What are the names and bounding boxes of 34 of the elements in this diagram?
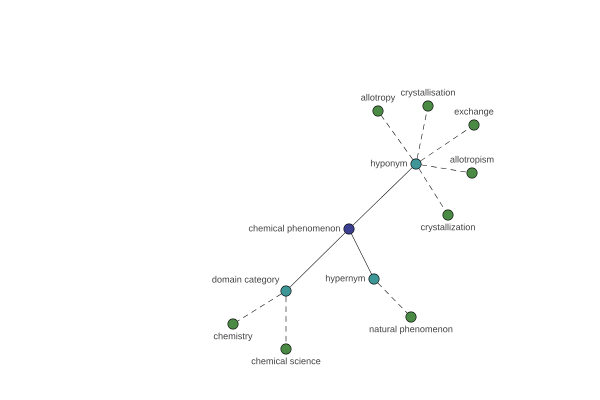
graph-node: exchange: [454, 108, 494, 130]
graph-node: hyponym: [370, 158, 422, 170]
connector-line: [378, 282, 408, 314]
connector-line: [290, 232, 346, 288]
connector-line: [421, 164, 467, 172]
connector-line: [352, 168, 412, 226]
connector-line: [418, 168, 446, 211]
graph-node: natural phenomenon: [370, 312, 452, 334]
node-label: allotropism: [450, 156, 494, 164]
connector-line: [416, 111, 428, 159]
node-label: crystallization: [420, 224, 475, 232]
graph-node: chemistry: [214, 318, 253, 342]
graph-node: chemical science: [252, 344, 320, 364]
node-label: chemical phenomenon: [248, 224, 340, 234]
node-label: crystallisation: [400, 88, 455, 98]
node-label: domain category: [212, 276, 280, 284]
connector-line: [380, 115, 414, 160]
node-label: hypernym: [326, 274, 365, 284]
connector-line: [420, 128, 470, 162]
node-label: exchange: [454, 108, 494, 116]
node-label: hyponym: [370, 160, 407, 168]
node-label: chemistry: [214, 332, 253, 342]
graph-node: allotropy: [361, 94, 396, 116]
node-label: allotropy: [361, 94, 396, 102]
connector-line: [237, 294, 282, 322]
graph-node: allotropism: [450, 156, 494, 178]
node-label: natural phenomenon: [370, 326, 452, 334]
graph-node: crystallization: [420, 210, 475, 232]
graph-node: chemical phenomenon: [248, 224, 354, 234]
graph-node: domain category: [212, 276, 292, 296]
graph-node: hypernym: [326, 274, 380, 284]
node-label: chemical science: [252, 358, 320, 364]
graph-node: crystallisation: [400, 88, 455, 112]
connector-line: [351, 234, 372, 274]
